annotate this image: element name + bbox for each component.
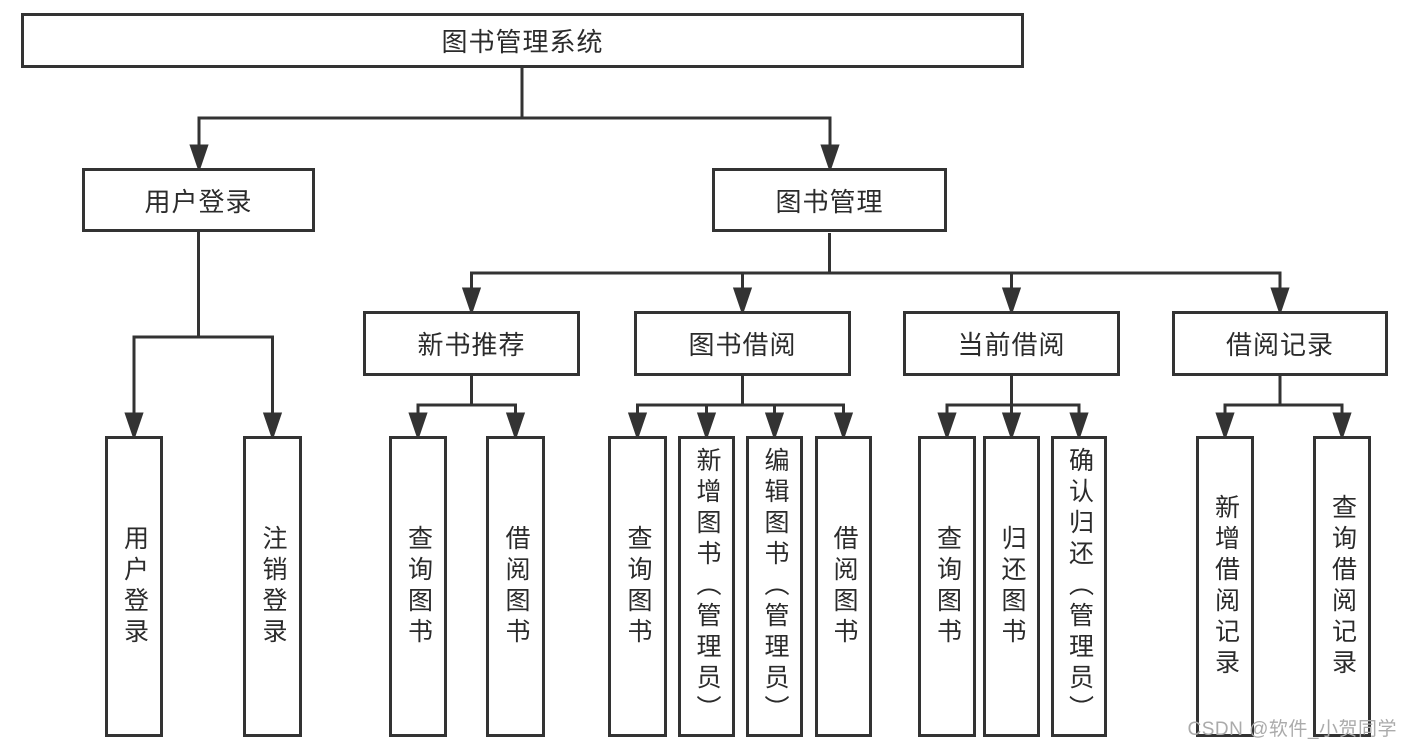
- connector-book-borrow-to-children: [627, 376, 854, 441]
- node-leaf-cb-query-books: 查询图书: [918, 436, 976, 737]
- node-leaf-user-login: 用户登录: [105, 436, 163, 737]
- node-label: 图书借阅: [688, 330, 797, 360]
- node-leaf-nbr-borrow-books: 借阅图书: [486, 436, 545, 737]
- node-leaf-bb-edit-books-admin: 编辑图书（管理员）: [746, 436, 803, 737]
- node-label: 查询图书: [933, 524, 962, 649]
- csdn-watermark: CSDN @软件_小贺同学: [1187, 719, 1397, 740]
- node-label: 借阅记录: [1225, 330, 1334, 360]
- connector-user-login-to-children: [124, 232, 283, 441]
- node-label: 新增图书（管理员）: [693, 447, 721, 726]
- node-book-management: 图书管理: [712, 168, 947, 232]
- node-label: 借阅图书: [502, 524, 530, 649]
- node-leaf-cb-confirm-return-admin: 确认归还（管理员）: [1051, 436, 1107, 737]
- connector-root-to-level2: [189, 68, 840, 173]
- node-leaf-nbr-query-books: 查询图书: [389, 436, 447, 737]
- node-label: 借阅图书: [830, 524, 858, 649]
- connector-new-book-rec-to-children: [408, 376, 526, 441]
- connector-book-mgmt-to-level3: [461, 233, 1290, 316]
- node-leaf-br-add-record: 新增借阅记录: [1196, 436, 1254, 737]
- node-label: 注销登录: [259, 524, 287, 649]
- node-label: 新书推荐: [417, 330, 526, 360]
- node-leaf-cb-return-books: 归还图书: [983, 436, 1040, 737]
- node-label: 图书管理: [775, 186, 884, 217]
- node-label: 新增借阅记录: [1211, 493, 1240, 680]
- node-label: 用户登录: [144, 186, 253, 217]
- node-new-book-recommend: 新书推荐: [363, 311, 580, 376]
- node-label: 查询图书: [624, 524, 652, 649]
- node-leaf-logout: 注销登录: [243, 436, 302, 737]
- node-leaf-bb-borrow-books: 借阅图书: [815, 436, 872, 737]
- node-label: 归还图书: [998, 524, 1026, 649]
- node-label: 当前借阅: [957, 330, 1066, 360]
- node-library-management-system: 图书管理系统: [21, 13, 1024, 68]
- node-label: 编辑图书（管理员）: [761, 447, 789, 726]
- node-label: 查询图书: [404, 524, 433, 649]
- node-label: 用户登录: [120, 524, 149, 649]
- connector-current-borrow-to-children: [937, 376, 1089, 441]
- node-book-borrowing: 图书借阅: [634, 311, 851, 376]
- node-leaf-bb-query-books: 查询图书: [608, 436, 667, 737]
- node-user-login: 用户登录: [82, 168, 315, 232]
- node-label: 图书管理系统: [441, 27, 604, 57]
- node-leaf-br-query-record: 查询借阅记录: [1313, 436, 1371, 737]
- node-label: 查询借阅记录: [1328, 493, 1357, 680]
- connector-borrow-records-to-children: [1215, 376, 1352, 441]
- node-current-borrowing: 当前借阅: [903, 311, 1120, 376]
- node-leaf-bb-add-books-admin: 新增图书（管理员）: [678, 436, 735, 737]
- node-label: 确认归还（管理员）: [1065, 447, 1094, 726]
- node-borrowing-records: 借阅记录: [1172, 311, 1388, 376]
